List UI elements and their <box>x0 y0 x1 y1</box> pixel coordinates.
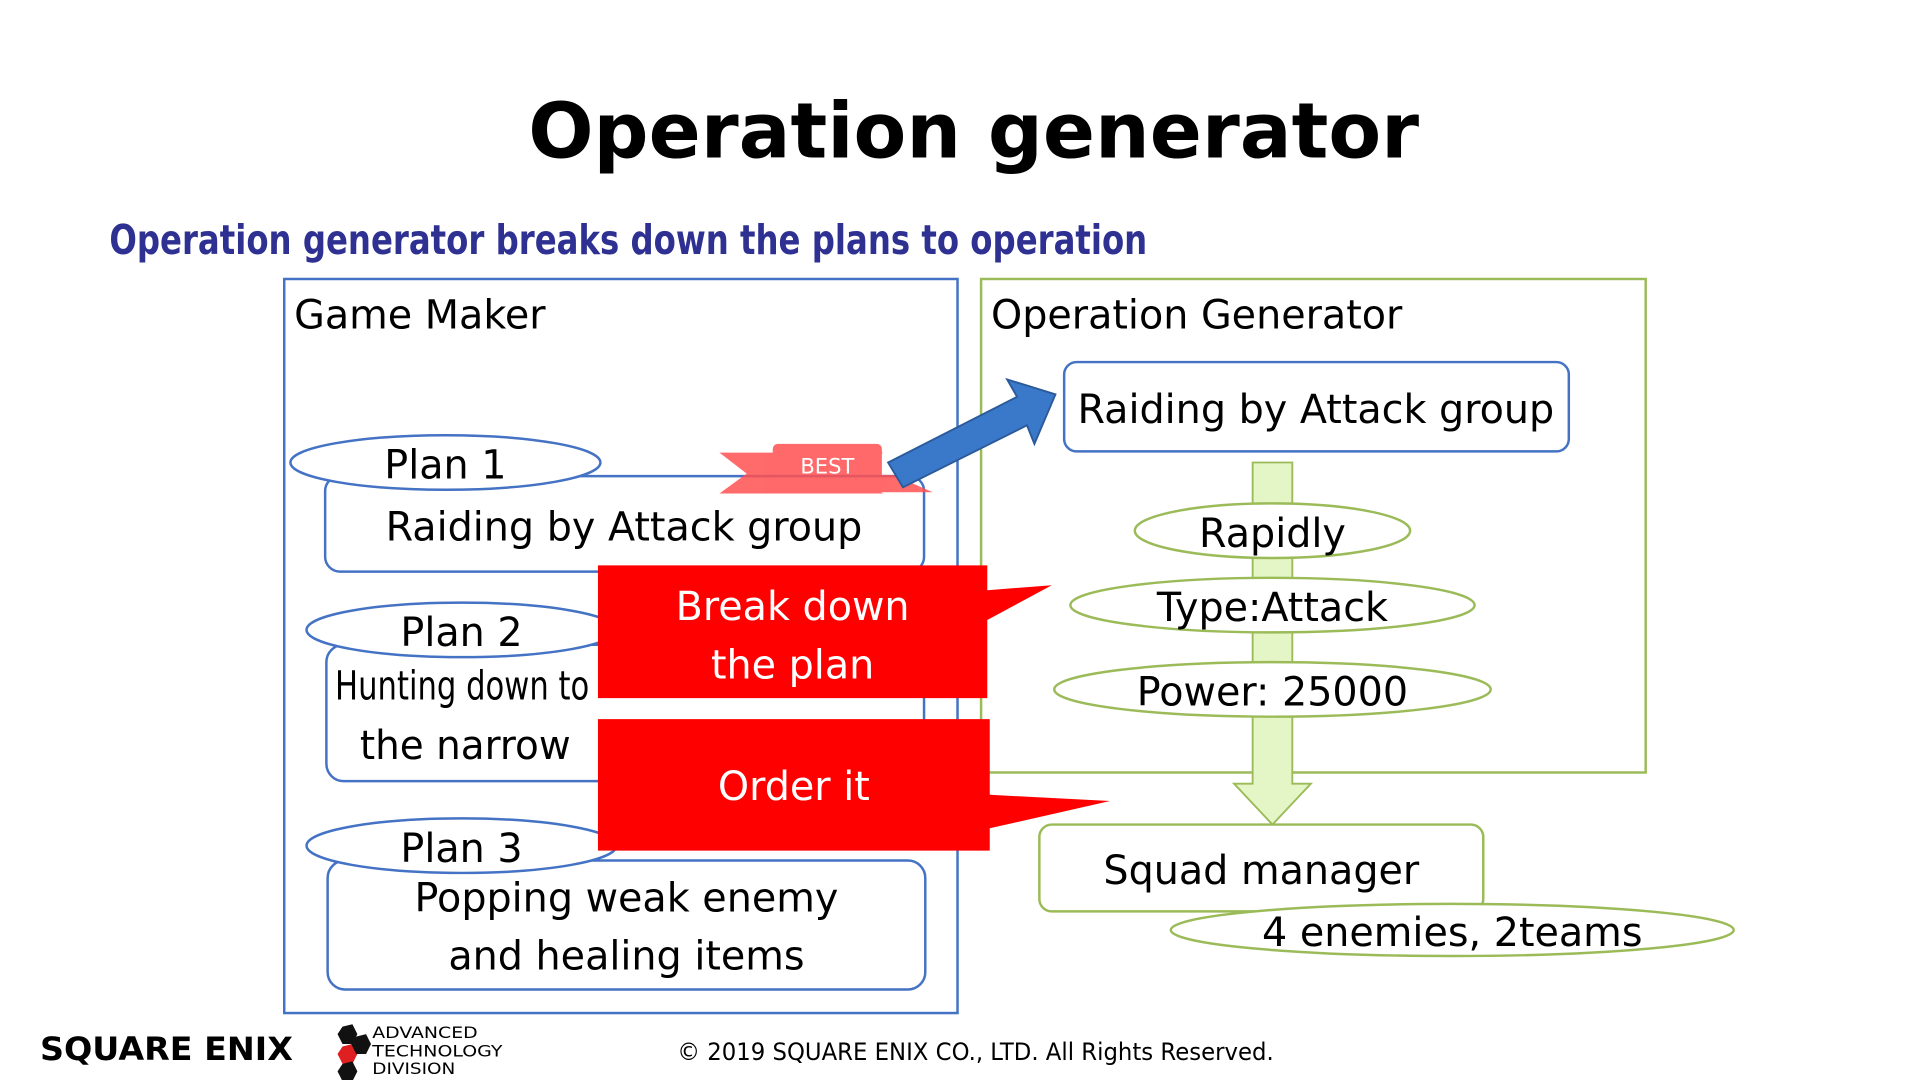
param-type <box>1069 576 1476 634</box>
break-down-callout <box>597 565 1052 699</box>
param-rapidly <box>1133 502 1412 560</box>
select-arrow-icon <box>886 377 1057 489</box>
squad-manager-label: Squad manager <box>1103 848 1419 894</box>
selected-plan-box <box>1062 360 1571 453</box>
slide-subtitle: Operation generator breaks down the plan… <box>109 216 1147 264</box>
param-type-text: Type:Attack <box>1156 585 1388 631</box>
slide-title: Operation generator <box>528 87 1419 176</box>
param-power <box>1052 660 1492 718</box>
square-enix-logo: SQUARE ENIX <box>40 1030 293 1068</box>
atd-logo-line1: ADVANCED <box>372 1023 477 1042</box>
atd-logo-icon <box>337 1024 372 1080</box>
order-callout <box>597 719 1111 851</box>
break-down-line2: the plan <box>711 642 874 688</box>
param-rapidly-text: Rapidly <box>1199 511 1346 557</box>
squad-detail-text: 4 enemies, 2teams <box>1262 910 1642 956</box>
operation-generator-panel <box>979 277 1647 774</box>
copyright: © 2019 SQUARE ENIX CO., LTD. All Rights … <box>677 1038 1273 1066</box>
break-down-line1: Break down <box>676 584 910 630</box>
game-maker-label: Game Maker <box>294 293 546 339</box>
plan-3-label: Plan 3 <box>400 826 522 872</box>
order-text: Order it <box>718 764 870 810</box>
plan-2-text-line1: Hunting down to <box>335 663 589 709</box>
plan-3-text-line2: and healing items <box>448 934 804 980</box>
plan-1-text: Raiding by Attack group <box>386 505 863 551</box>
operation-generator-label: Operation Generator <box>991 293 1403 339</box>
atd-logo-line3: DIVISION <box>372 1059 455 1078</box>
plan-1-label: Plan 1 <box>384 443 506 489</box>
selected-plan-text: Raiding by Attack group <box>1077 387 1554 433</box>
atd-logo-line2: TECHNOLOGY <box>371 1041 503 1060</box>
plan-3-text-line1: Popping weak enemy <box>415 875 839 921</box>
plan-2-label: Plan 2 <box>400 610 522 656</box>
param-power-text: Power: 25000 <box>1137 670 1408 716</box>
best-ribbon <box>719 443 933 494</box>
plan-1-tag <box>289 433 602 492</box>
plan-3-box <box>326 859 927 991</box>
plan-2-text-line2: the narrow <box>360 723 571 769</box>
best-badge: BEST <box>800 454 854 479</box>
squad-detail-tag <box>1169 902 1735 958</box>
